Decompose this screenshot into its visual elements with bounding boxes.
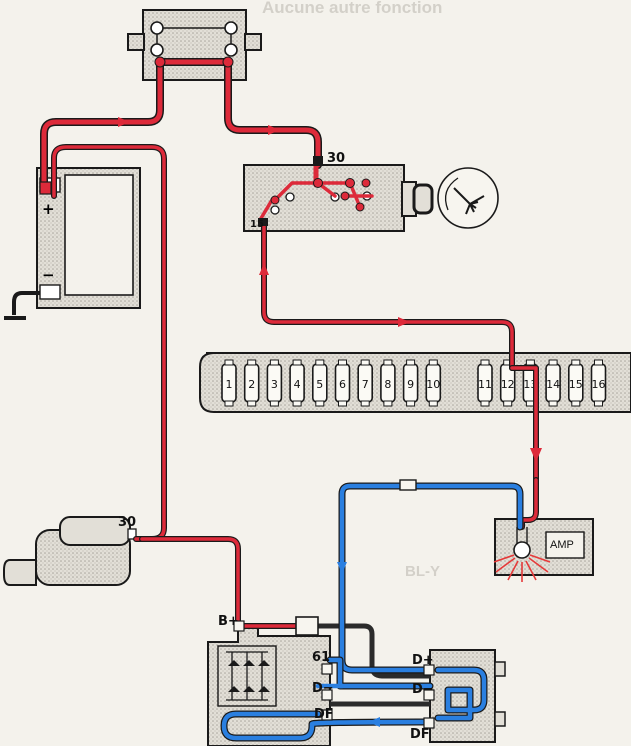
fuse-3: 3: [266, 359, 283, 407]
alternator-b-plus-label: B+: [218, 614, 239, 629]
fuse-5: 5: [311, 359, 328, 407]
fuse-15: 15: [567, 359, 584, 407]
fuse-number-label: 9: [407, 378, 414, 391]
junction-block: [127, 9, 262, 81]
fuse-number-label: 4: [294, 378, 301, 391]
fuse-number-label: 14: [546, 378, 560, 391]
regulator-d-plus-label: D+: [412, 653, 434, 668]
fuse-number-label: 5: [316, 378, 323, 391]
fuse-12: 12: [499, 359, 516, 407]
alternator-d-minus-label: D−: [312, 681, 334, 696]
fuse-7: 7: [357, 359, 374, 407]
fuse-number-label: 8: [384, 378, 391, 391]
charge-warning-lamp: [494, 518, 594, 576]
fuse-14: 14: [545, 359, 561, 407]
fuse-number-label: 1: [226, 378, 233, 391]
fuse-10: 10: [425, 359, 442, 407]
inline-fuse: [399, 479, 417, 491]
ground-icon: [4, 291, 40, 320]
fuse-4: 4: [289, 359, 305, 407]
fuse-6: 6: [334, 359, 351, 407]
terminal-30-connector: [313, 156, 323, 166]
fuse-16: 16: [590, 359, 607, 407]
fuse-number-label: 16: [592, 378, 606, 391]
fuse-number-label: 12: [501, 378, 515, 391]
fuse-number-label: 11: [478, 378, 492, 391]
battery-negative-symbol: −: [42, 266, 55, 284]
fuse-9: 9: [402, 359, 419, 407]
terminal-posts: [233, 620, 435, 729]
fuse-8: 8: [380, 359, 396, 407]
battery: [36, 167, 141, 309]
faded-heading: Aucune autre fonction: [262, 0, 443, 17]
faded-wire-code: BL-Y: [405, 563, 440, 580]
charge-arrow-icons: [337, 562, 380, 727]
fuse-11: 11: [477, 359, 493, 407]
fuse-2: 2: [243, 359, 260, 407]
ignition-terminal-30-label: 30: [327, 151, 346, 166]
fuse-1: 1: [221, 359, 237, 407]
alternator-61-label: 61: [312, 650, 331, 665]
warning-lamp-label: AMP: [550, 539, 574, 551]
ignition-terminal-15-label: 15: [250, 219, 264, 230]
gauge-icon: [437, 167, 499, 229]
battery-positive-post: [39, 181, 52, 195]
lamp-glow-rays: [493, 554, 551, 582]
alternator-df-label: DF: [314, 707, 334, 722]
regulator-d-minus-label: D−: [412, 682, 434, 697]
battery-positive-symbol: +: [42, 200, 55, 218]
fuse-number-label: 2: [248, 378, 255, 391]
regulator-df-label: DF: [410, 727, 430, 742]
arrow-icon: [118, 117, 542, 462]
live-wires: [40, 58, 539, 629]
starter-motor: [3, 516, 137, 586]
fuse-number-label: 6: [339, 378, 346, 391]
inline-connector: [295, 616, 319, 636]
fuse-number-label: 15: [569, 378, 583, 391]
charge-wires: [220, 482, 524, 742]
starter-terminal-30-label: 30: [118, 515, 137, 530]
terminal-15-connector: [258, 218, 268, 226]
ignition-switch: [243, 164, 434, 232]
bulb-icon: [513, 527, 531, 559]
fuse-number-label: 3: [271, 378, 278, 391]
connection-dots: [154, 56, 371, 212]
fuse-number-label: 10: [426, 378, 440, 391]
fuse-number-label: 7: [362, 378, 369, 391]
